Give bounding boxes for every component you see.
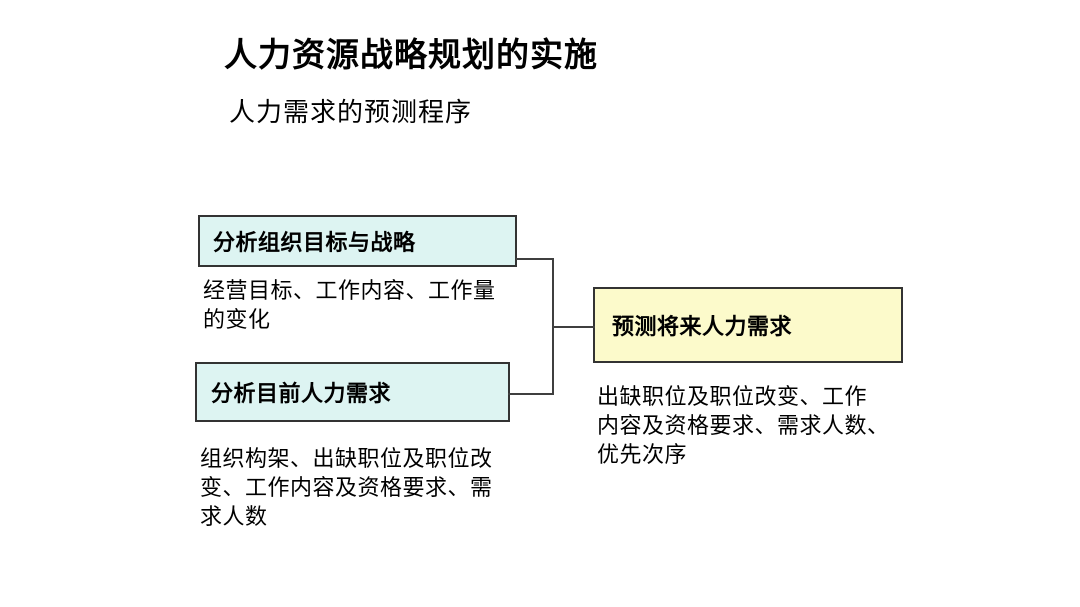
connector-middle-horizontal: [552, 326, 595, 328]
slide-subtitle: 人力需求的预测程序: [229, 97, 473, 127]
note-analyze-goals: 经营目标、工作内容、工作量 的变化: [203, 278, 496, 332]
box-forecast-future-demand: 预测将来人力需求: [593, 287, 903, 363]
box-analyze-goals-label: 分析组织目标与战略: [213, 230, 416, 255]
connector-top-horizontal: [516, 258, 554, 260]
box-forecast-future-demand-label: 预测将来人力需求: [612, 314, 793, 339]
box-analyze-goals: 分析组织目标与战略: [198, 215, 517, 267]
box-analyze-current-demand: 分析目前人力需求: [195, 362, 510, 422]
box-analyze-current-demand-label: 分析目前人力需求: [211, 381, 392, 406]
note-forecast-future-demand: 出缺职位及职位改变、工作 内容及资格要求、需求人数、 优先次序: [597, 384, 890, 467]
slide-title: 人力资源战略规划的实施: [224, 36, 598, 73]
connector-bottom-horizontal: [508, 393, 554, 395]
note-analyze-current-demand: 组织构架、出缺职位及职位改 变、工作内容及资格要求、需 求人数: [200, 446, 493, 529]
